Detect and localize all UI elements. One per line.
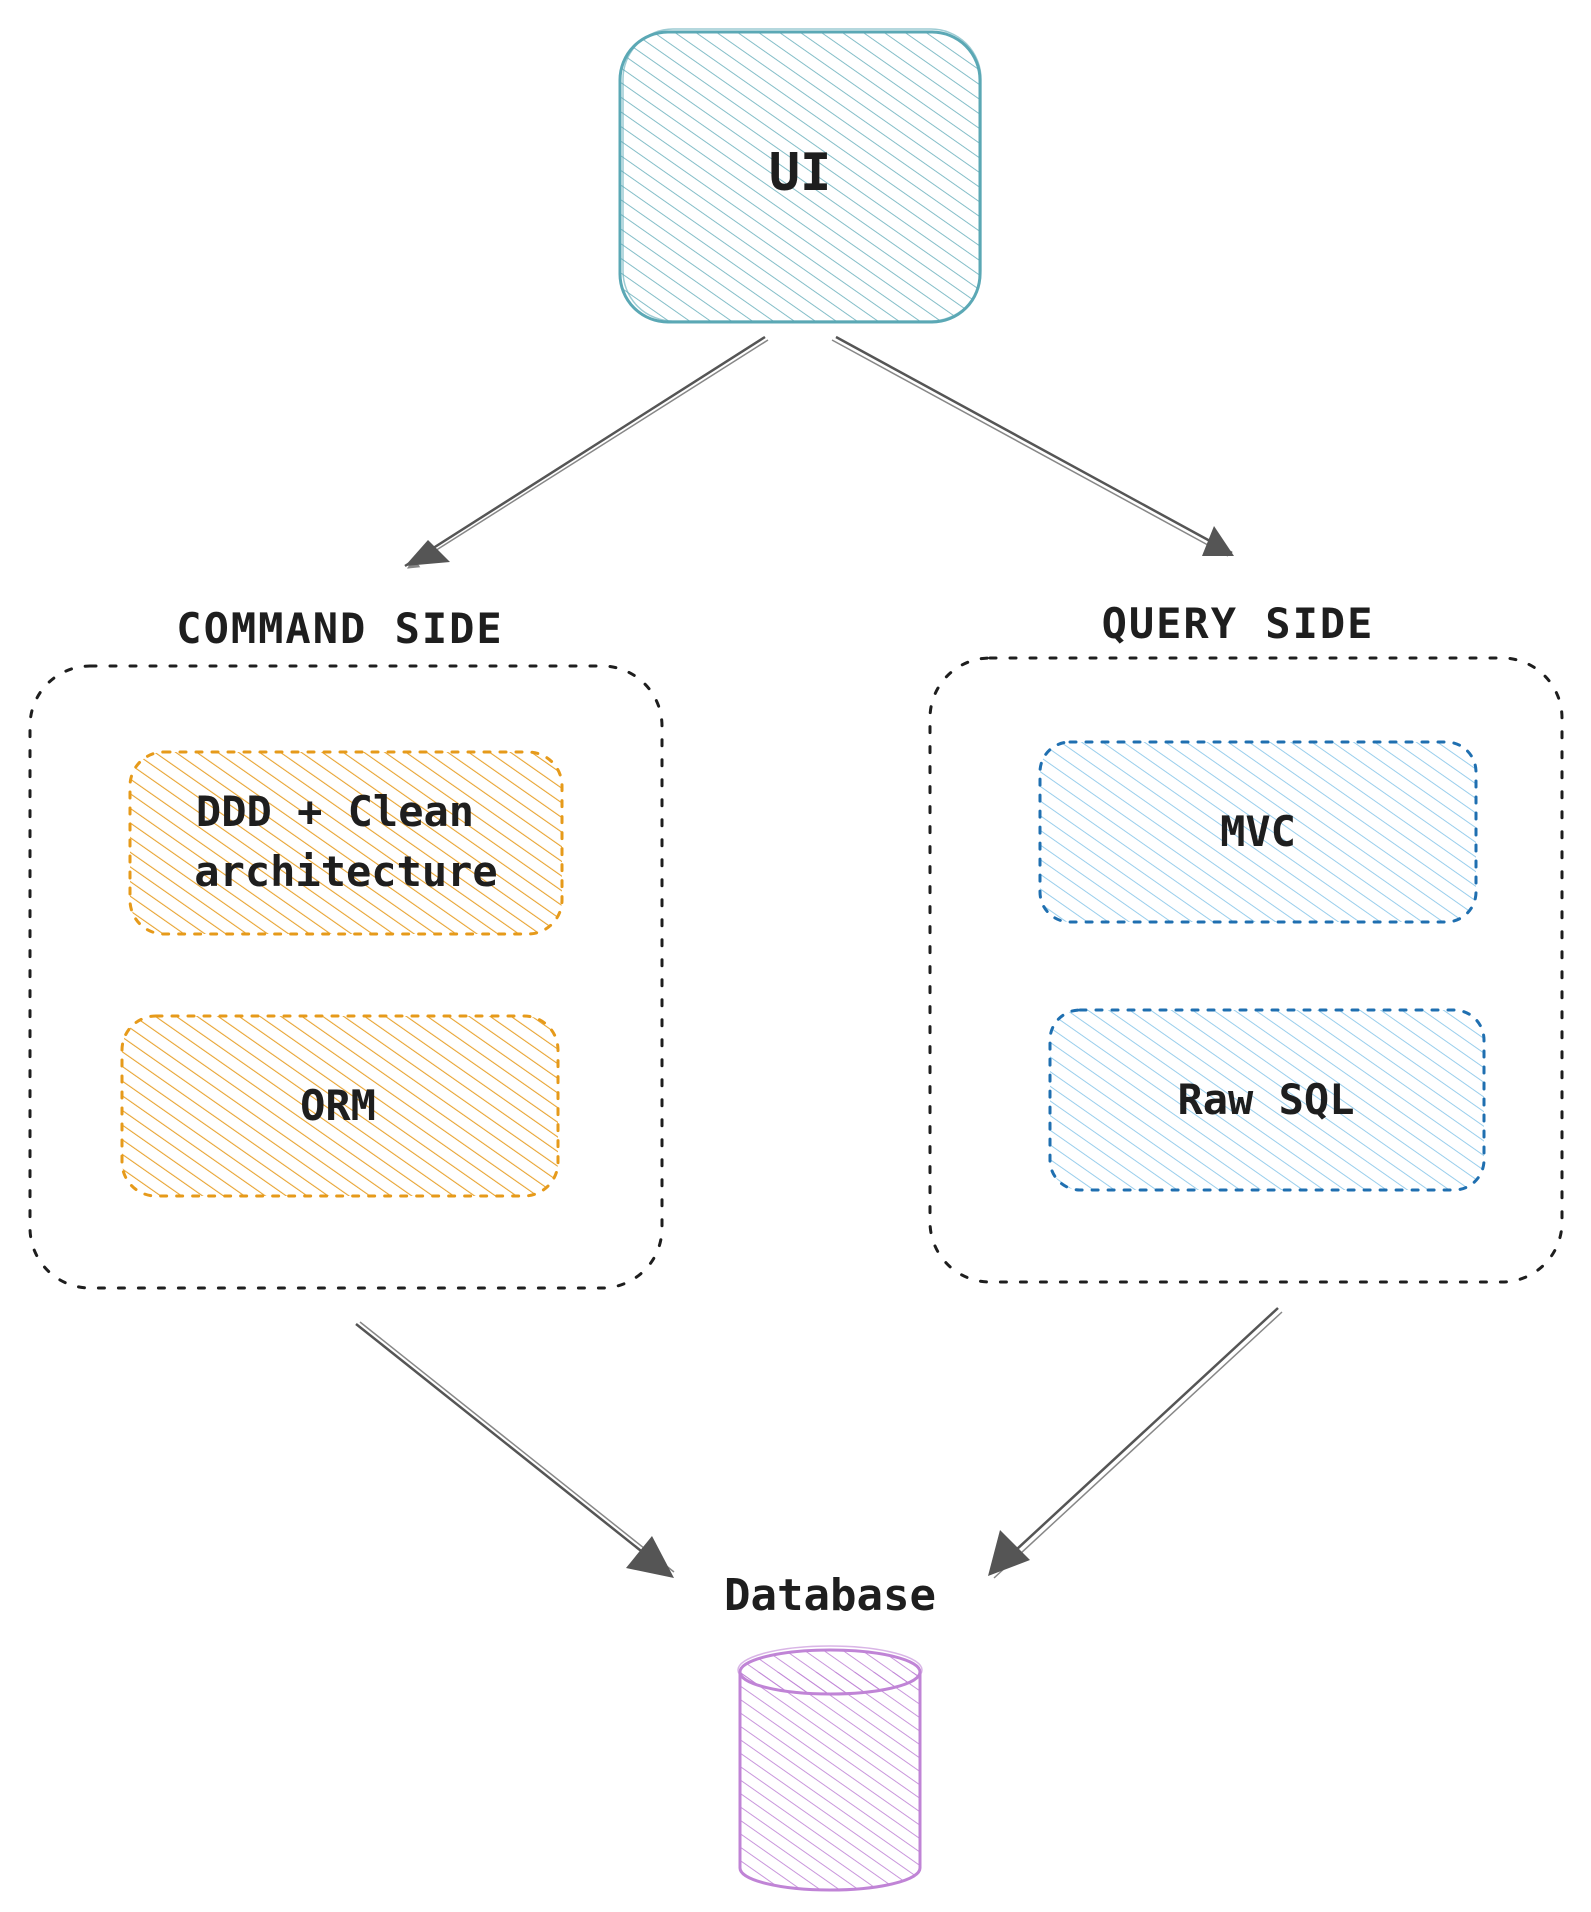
query-item-raw-sql-label: Raw SQL [1177, 1075, 1354, 1124]
query-item-mvc-label: MVC [1220, 807, 1296, 856]
query-item-raw-sql: Raw SQL [1048, 1008, 1486, 1192]
database-cylinder-icon [737, 1645, 923, 1892]
arrow-ui-to-command [404, 335, 769, 569]
command-item-orm: ORM [120, 1014, 560, 1198]
command-item-ddd-line2: architecture [194, 847, 497, 896]
arrow-ui-to-query [831, 335, 1234, 557]
query-side-group: QUERY SIDE MVC Raw SQL [928, 599, 1564, 1284]
query-item-mvc: MVC [1038, 740, 1478, 924]
ui-node: UI [618, 28, 982, 324]
command-side-title: COMMAND SIDE [176, 604, 503, 653]
command-side-group: COMMAND SIDE DDD + Clean architecture OR… [28, 604, 664, 1290]
arrow-command-to-database [355, 1321, 675, 1578]
database-label: Database [724, 1570, 936, 1621]
database-node: Database [724, 1570, 936, 1892]
command-item-ddd: DDD + Clean architecture [128, 750, 564, 936]
command-item-orm-label: ORM [300, 1081, 376, 1130]
query-side-title: QUERY SIDE [1102, 599, 1375, 648]
ui-label: UI [769, 143, 832, 203]
arrow-query-to-database [988, 1307, 1283, 1579]
command-item-ddd-line1: DDD + Clean [196, 787, 474, 836]
